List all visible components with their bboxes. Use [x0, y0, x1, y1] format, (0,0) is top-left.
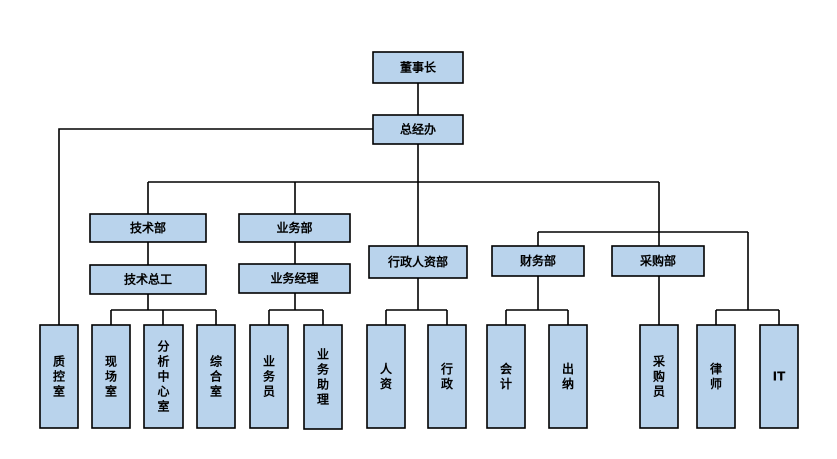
node-business-manager: 业务经理: [238, 263, 351, 294]
node-lawyer: 律师: [696, 324, 736, 429]
node-tech-dept: 技术部: [89, 213, 207, 243]
node-chairman: 董事长: [372, 51, 464, 84]
node-admin-hr-dept: 行政人资部: [368, 245, 468, 279]
node-cashier: 出纳: [548, 324, 588, 429]
node-general-room: 综合室: [196, 324, 236, 429]
node-buyer: 采购员: [639, 324, 679, 429]
node-salesperson: 业务员: [249, 324, 289, 429]
node-purchasing-dept: 采购部: [611, 245, 705, 277]
node-label: 行政人资部: [387, 254, 448, 269]
node-hr: 人资: [366, 324, 406, 429]
node-admin: 行政: [427, 324, 467, 429]
node-label: 行政: [440, 361, 454, 391]
node-qc-room: 质控室: [39, 324, 79, 429]
node-label: 现场室: [105, 355, 117, 399]
node-label: 技术部: [130, 220, 166, 235]
node-label: 技术总工: [124, 272, 172, 287]
node-analysis-center: 分析中心室: [143, 324, 184, 429]
connector-line: [58, 128, 373, 325]
connector-lines: [58, 83, 780, 325]
node-sales-assistant: 业务助理: [303, 324, 343, 430]
node-it: IT: [759, 324, 799, 429]
node-label: 律师: [710, 361, 722, 391]
node-field-room: 现场室: [91, 324, 131, 429]
node-business-dept: 业务部: [238, 213, 351, 243]
node-accounting: 会计: [486, 324, 526, 429]
node-label: 综合室: [210, 354, 223, 399]
node-label: 业务部: [276, 220, 312, 235]
node-label: 董事长: [400, 60, 437, 75]
node-label: 分析中心室: [157, 339, 169, 414]
node-label: 会计: [500, 361, 513, 391]
node-label: 质控室: [53, 354, 65, 399]
node-finance-dept: 财务部: [491, 245, 585, 277]
node-label: 业务经理: [270, 271, 318, 286]
node-label: 业务助理: [317, 347, 330, 407]
node-label: 出纳: [562, 361, 574, 391]
node-label: 采购部: [639, 253, 676, 268]
node-tech-head: 技术总工: [89, 264, 207, 295]
node-gm-office: 总经办: [372, 114, 464, 145]
node-label: IT: [773, 370, 786, 384]
node-label: 总经办: [400, 122, 436, 137]
node-label: 业务员: [263, 354, 276, 399]
node-label: 采购员: [652, 354, 665, 399]
node-label: 财务部: [519, 253, 556, 268]
node-label: 人资: [380, 361, 393, 391]
